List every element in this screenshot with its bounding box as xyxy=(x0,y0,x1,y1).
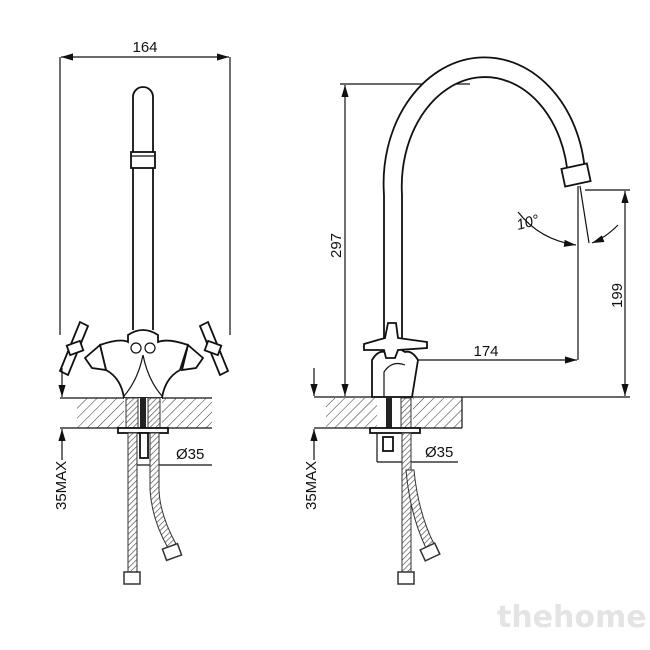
body-front xyxy=(98,329,190,399)
hose-nut xyxy=(419,542,441,562)
left-handle[interactable] xyxy=(58,320,108,377)
reach-label: 174 xyxy=(473,343,498,360)
spout-height-dimension: 199 xyxy=(585,189,630,396)
width-dimension: 164 xyxy=(59,39,231,335)
max-thickness-label: 35MAX xyxy=(53,461,70,510)
stream-angle: 10° xyxy=(515,185,619,360)
thickness-dimension-front: 35MAX xyxy=(53,368,70,510)
spout-height-label: 199 xyxy=(609,283,626,308)
hoses-front xyxy=(123,432,183,585)
reach-dimension: 174 xyxy=(418,343,577,364)
hole-diameter-side: Ø35 xyxy=(376,433,458,463)
diameter-label: Ø35 xyxy=(176,446,204,463)
hole-diameter-front: Ø35 xyxy=(130,446,212,466)
countertop-side xyxy=(314,396,630,434)
diameter-label-side: Ø35 xyxy=(425,444,453,461)
side-view: 297 10° 199 xyxy=(303,56,630,585)
hose-nut xyxy=(123,571,141,585)
thickness-dimension-side: 35MAX xyxy=(303,368,320,510)
watermark: thehome xyxy=(497,600,647,635)
hose-nut xyxy=(397,571,415,585)
countertop-front xyxy=(60,397,212,434)
gooseneck-spout xyxy=(382,56,592,345)
front-view: 164 xyxy=(53,39,231,585)
angle-label: 10° xyxy=(515,212,541,234)
aerator xyxy=(560,162,592,188)
hoses-side xyxy=(397,432,441,585)
cross-handle-side[interactable] xyxy=(363,322,428,359)
spout-front xyxy=(130,86,156,330)
max-thickness-label-side: 35MAX xyxy=(303,461,320,510)
hose-nut xyxy=(161,542,183,562)
height-label: 297 xyxy=(328,233,345,258)
right-handle[interactable] xyxy=(180,320,230,377)
width-label: 164 xyxy=(132,39,157,56)
